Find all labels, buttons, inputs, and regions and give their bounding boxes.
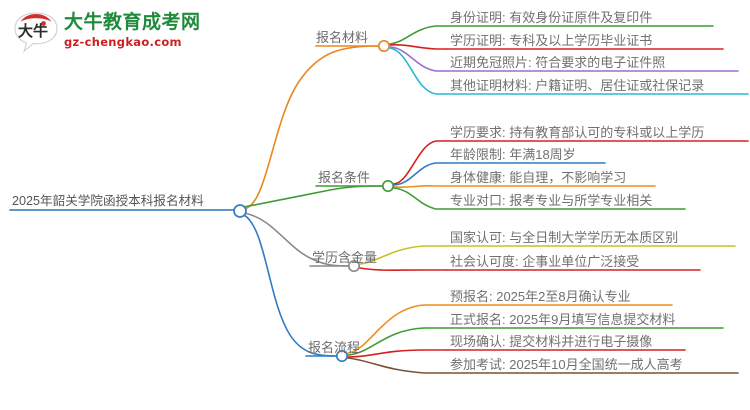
leaf-label-b3-2[interactable]: 社会认可度: 企事业单位广泛接受 xyxy=(450,254,640,269)
link-b4-child-4 xyxy=(347,357,447,374)
logo-subtitle: gz-chengkao.com xyxy=(64,35,182,49)
leaf-label-b4-4[interactable]: 参加考试: 2025年10月全国统一成人高考 xyxy=(450,357,683,372)
leaf-label-b2-4[interactable]: 专业对口: 报考专业与所学专业相关 xyxy=(450,193,653,208)
leaf-label-b2-3[interactable]: 身体健康: 能自理，不影响学习 xyxy=(450,170,627,185)
leaf-label-b2-2[interactable]: 年龄限制: 年满18周岁 xyxy=(450,147,576,162)
link-b2-child-1 xyxy=(393,140,447,185)
logo-title: 大牛教育成考网 xyxy=(64,11,201,33)
link-b2-child-2 xyxy=(393,162,447,186)
daniu-bubble-logo-icon: 大牛 xyxy=(14,12,58,54)
branch-label-报名材料[interactable]: 报名材料 xyxy=(316,30,369,45)
leaf-label-b1-4[interactable]: 其他证明材料: 户籍证明、居住证或社保记录 xyxy=(450,78,705,93)
link-b2-child-4 xyxy=(393,187,447,210)
link-b1-child-1 xyxy=(389,25,447,45)
branch-4-node-circle[interactable] xyxy=(335,349,349,363)
branch-1-node-circle[interactable] xyxy=(377,39,391,53)
branch-2-node-circle[interactable] xyxy=(381,179,395,193)
link-root-to-branch-1 xyxy=(243,45,379,210)
leaf-label-b2-1[interactable]: 学历要求: 持有教育部认可的专科或以上学历 xyxy=(450,125,705,140)
link-b4-child-1 xyxy=(347,304,447,354)
site-logo: 大牛 大牛教育成考网 gz-chengkao.com xyxy=(12,8,242,56)
link-b3-child-2 xyxy=(359,267,447,271)
leaf-label-b1-3[interactable]: 近期免冠照片: 符合要求的电子证件照 xyxy=(450,55,666,70)
branch-label-报名流程[interactable]: 报名流程 xyxy=(308,340,361,355)
svg-text:大牛: 大牛 xyxy=(18,22,48,40)
root-node-label[interactable]: 2025年韶关学院函授本科报名材料 xyxy=(12,194,204,208)
root-node-circle[interactable] xyxy=(233,204,247,218)
link-root-to-branch-4 xyxy=(243,214,337,357)
leaf-label-b3-1[interactable]: 国家认可: 与全日制大学学历无本质区别 xyxy=(450,230,679,245)
leaf-label-b4-3[interactable]: 现场确认: 提交材料并进行电子摄像 xyxy=(450,334,653,349)
link-b1-child-2 xyxy=(389,44,447,50)
branch-3-node-circle[interactable] xyxy=(347,259,361,273)
branch-label-报名条件[interactable]: 报名条件 xyxy=(318,170,371,185)
leaf-label-b1-1[interactable]: 身份证明: 有效身份证原件及复印件 xyxy=(450,10,653,25)
link-b1-child-3 xyxy=(389,46,447,72)
link-b4-child-3 xyxy=(347,349,447,358)
link-b3-child-1 xyxy=(359,245,447,265)
leaf-label-b1-2[interactable]: 学历证明: 专科及以上学历毕业证书 xyxy=(450,33,653,48)
link-b1-child-4 xyxy=(389,47,447,95)
link-b2-child-3 xyxy=(393,184,447,189)
branch-label-学历含金量[interactable]: 学历含金量 xyxy=(312,250,378,265)
leaf-label-b4-1[interactable]: 预报名: 2025年2至8月确认专业 xyxy=(450,289,631,304)
leaf-label-b4-2[interactable]: 正式报名: 2025年9月填写信息提交材料 xyxy=(450,312,676,327)
logo-wordmark: 大牛教育成考网 gz-chengkao.com xyxy=(64,10,240,54)
link-root-to-branch-2 xyxy=(243,185,383,208)
link-b4-child-2 xyxy=(347,327,447,356)
